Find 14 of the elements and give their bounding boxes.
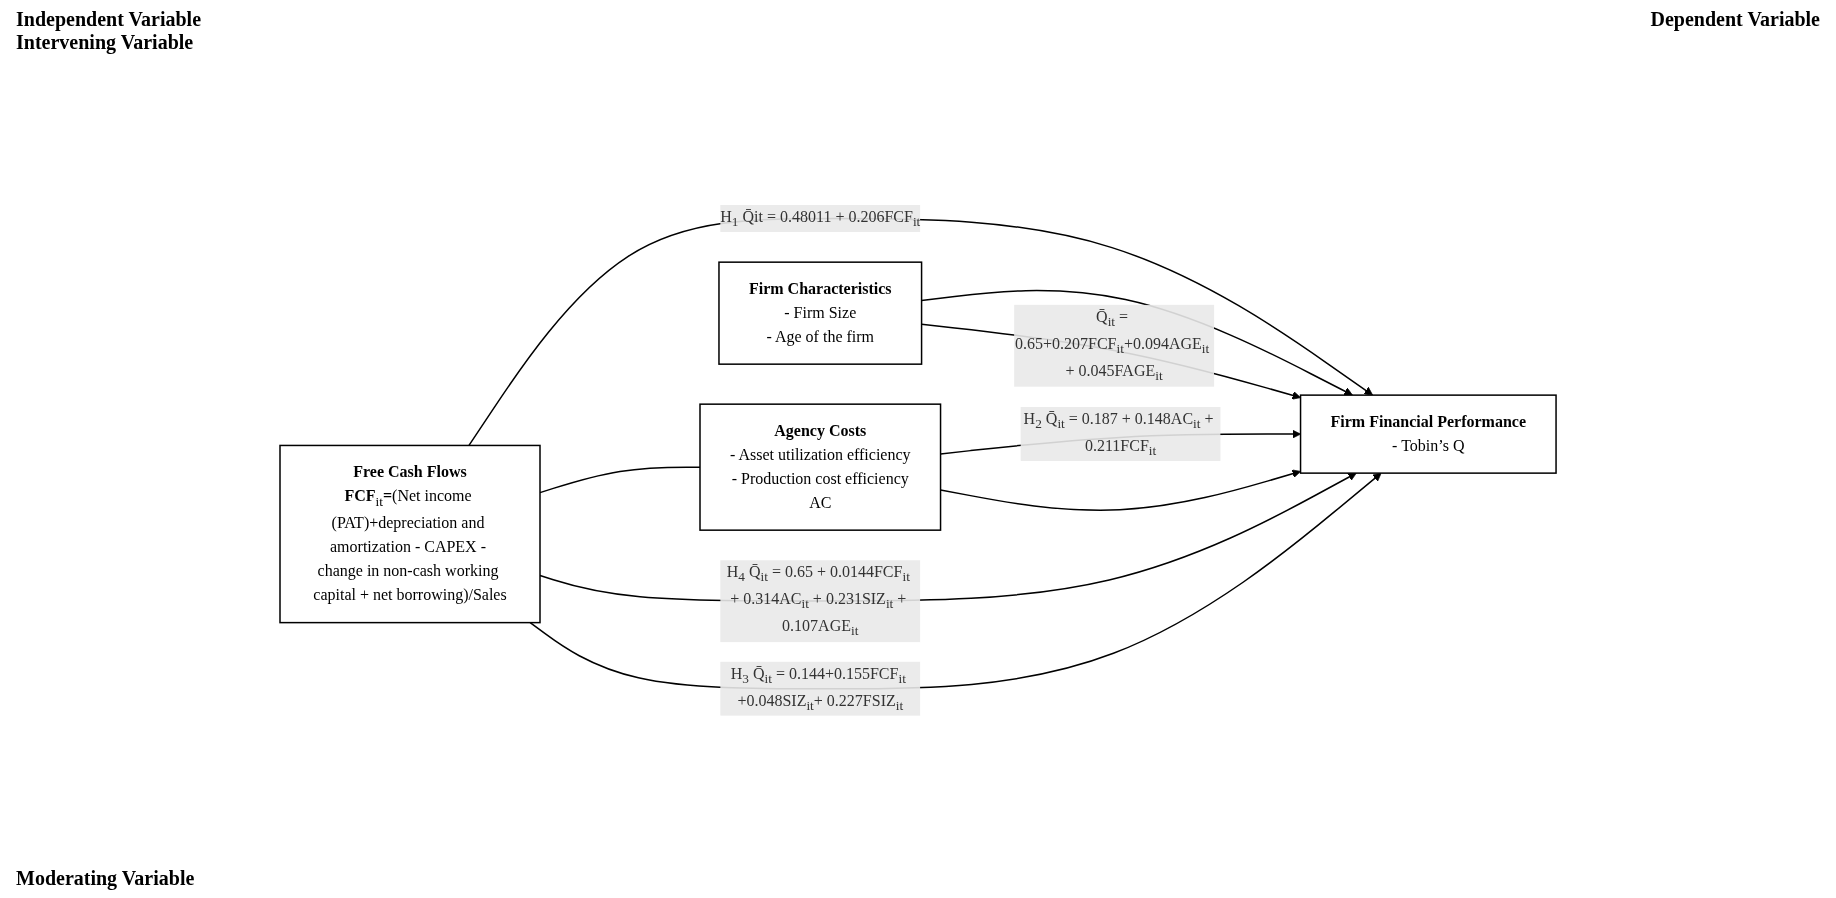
edge-label: H$_{1}$ Q̄it = 0.48011 + 0.206FCF$_{it}$ [720, 207, 921, 230]
node-box: Agency Costs - Asset utilization efficiency - Production cost efficiency AC [699, 403, 942, 531]
variable-heading: Intervening Variable [16, 31, 194, 54]
axis-heading: Independent Variable [16, 8, 202, 31]
edge-label: Q̄$_{it}$ = 0.65+0.207FCF$_{it}$+0.094AGE$_{it}$ + 0.045FAGE$_{it}$ [1014, 307, 1210, 384]
arrow [468, 217, 1373, 447]
node-box: Firm Financial Performance - Tobin’s Q [1299, 394, 1557, 474]
node-box: Free Cash Flows FCF$_{it}$=(Net income (PAT)+depreciation and amortization - CAPEX - change in non-cash working capital + net borrowing)/Sales [279, 444, 541, 624]
axis-heading: Dependent Variable [1650, 8, 1820, 31]
edge-label: H$_{3}$ Q̄$_{it}$ = 0.144+0.155FCF$_{it}$ +0.048SIZ$_{it}$+ 0.227FSIZ$_{it}$ [730, 664, 906, 714]
node-box: Firm Characteristics - Firm Size - Age of the firm [718, 261, 923, 365]
variable-heading: Moderating Variable [16, 867, 195, 890]
edge-label: H$_{2}$ Q̄$_{it}$ = 0.187 + 0.148AC$_{it}$ + 0.211FCF$_{it}$ [1023, 409, 1214, 459]
edge-label: H$_{4}$ Q̄$_{it}$ = 0.65 + 0.0144FCF$_{it}$ + 0.314AC$_{it}$ + 0.231SIZ$_{it}$ + 0.107AGE$_{it}$ [726, 563, 910, 639]
